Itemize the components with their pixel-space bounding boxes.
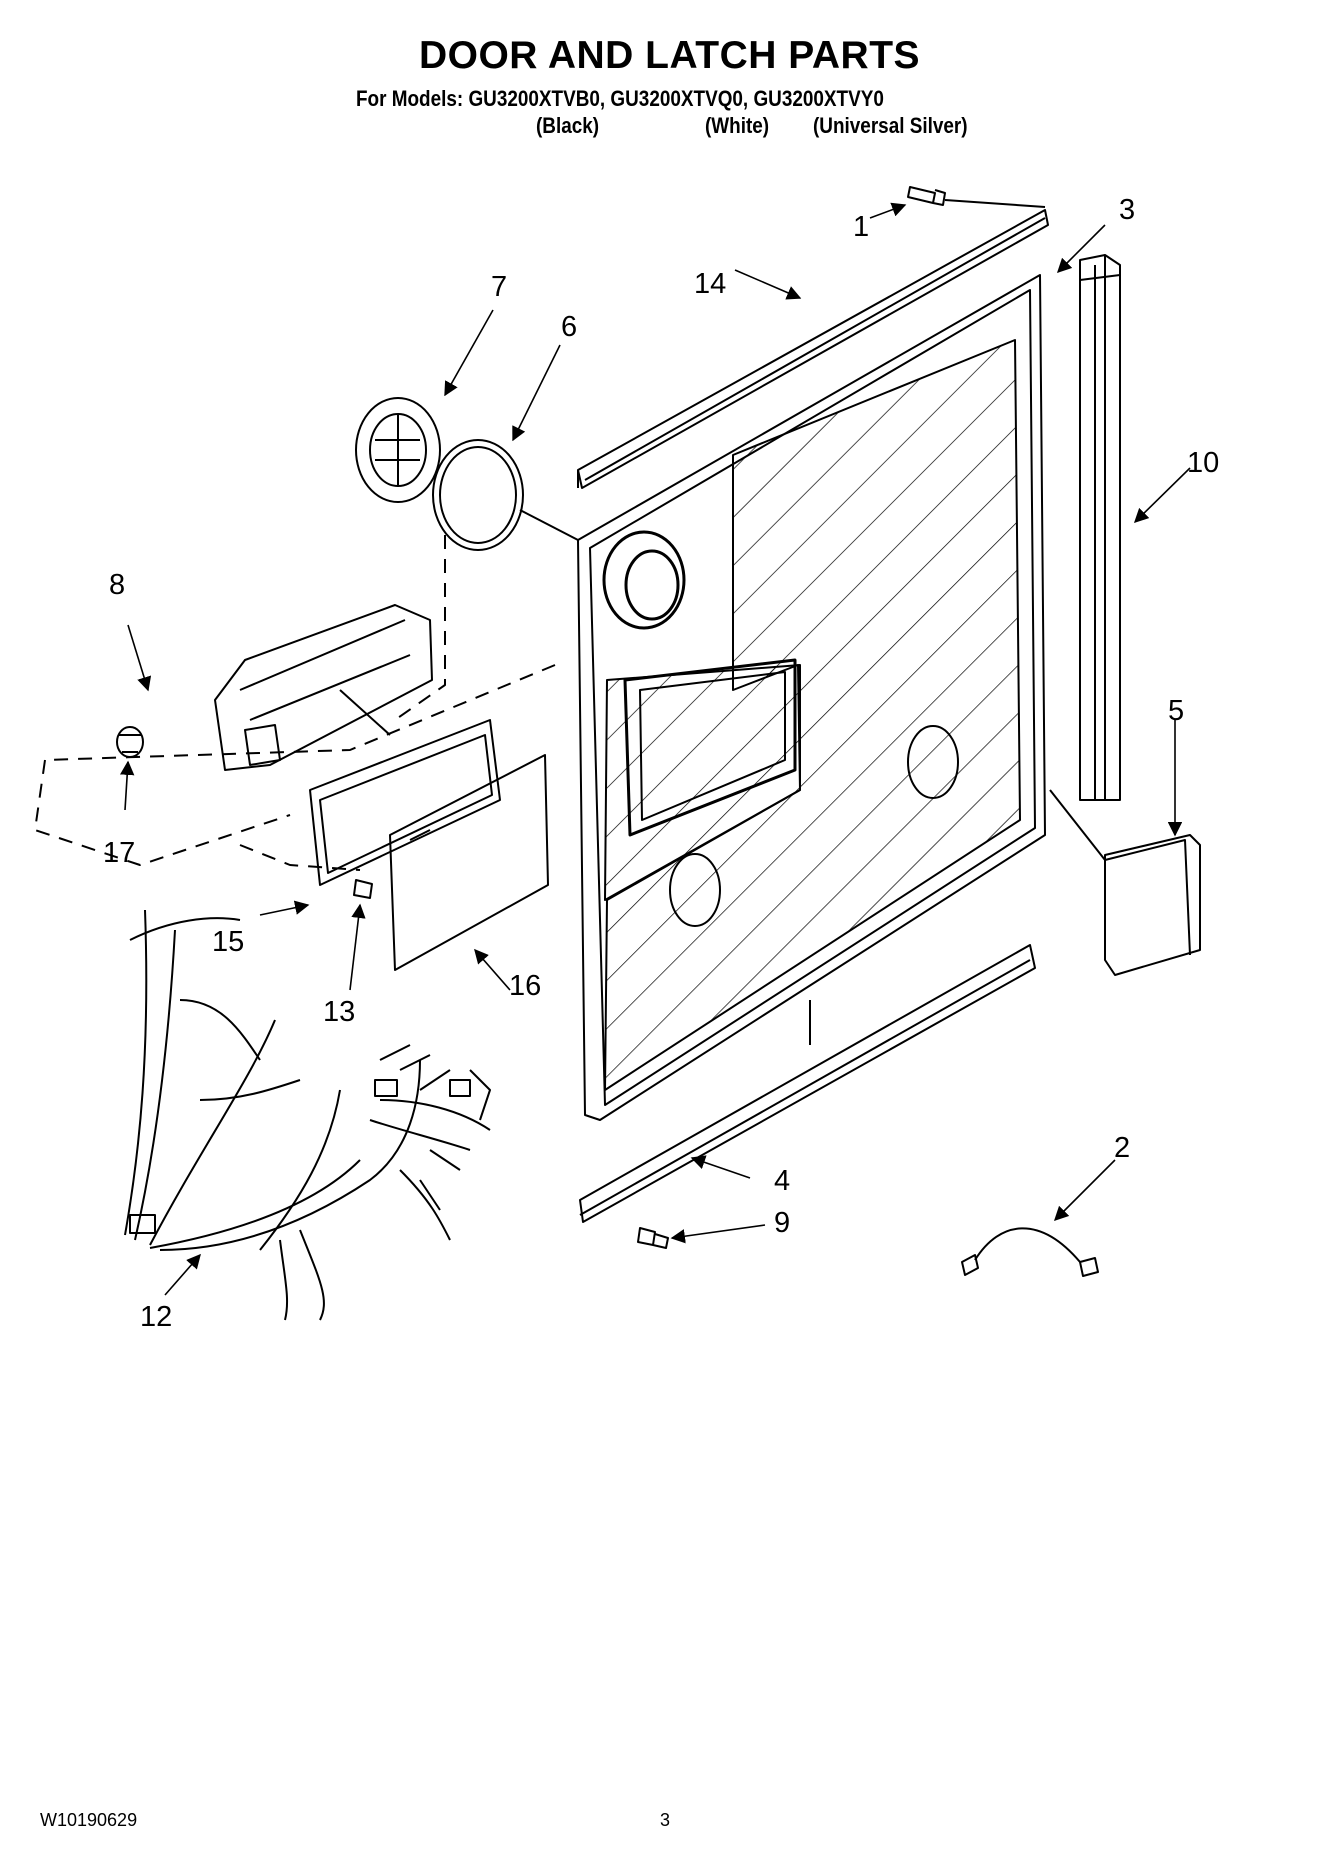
page-number: 3: [660, 1810, 671, 1830]
callout-15: 15: [212, 926, 244, 958]
wire-jumper: [961, 1227, 1099, 1277]
color-black: (Black): [536, 113, 600, 138]
callout-7: 7: [491, 271, 507, 303]
models-line: For Models: GU3200XTVB0, GU3200XTVQ0, GU…: [356, 86, 884, 111]
plate: [389, 754, 549, 971]
knob: [116, 726, 144, 758]
inner-door-panel: [577, 274, 1046, 1121]
callout-2: 2: [1114, 1132, 1130, 1164]
screw-part-9: [637, 1227, 669, 1249]
page-title: DOOR AND LATCH PARTS: [418, 34, 921, 77]
callout-13: 13: [323, 996, 355, 1028]
vent-cover: [355, 397, 441, 503]
color-white: (White): [705, 113, 770, 138]
callout-1: 1: [853, 211, 869, 243]
document-number: W10190629: [40, 1810, 138, 1830]
callout-3: 3: [1119, 194, 1135, 226]
callout-8: 8: [109, 569, 125, 601]
latch-housing: [1049, 789, 1201, 976]
vent-gasket: [432, 439, 579, 551]
top-rail: [577, 209, 1049, 489]
callout-9: 9: [774, 1207, 790, 1239]
callout-5: 5: [1168, 695, 1184, 727]
callout-4: 4: [774, 1165, 790, 1197]
callout-10: 10: [1187, 447, 1219, 479]
callout-12: 12: [140, 1301, 172, 1333]
dispenser: [214, 604, 433, 771]
side-trim: [1079, 254, 1121, 801]
callout-6: 6: [561, 311, 577, 343]
plate-gasket: [309, 719, 501, 886]
screw-part-13: [353, 879, 373, 899]
callout-leaders: [120, 202, 1191, 1296]
color-universal-silver: (Universal Silver): [813, 113, 968, 138]
callout-17: 17: [103, 837, 135, 869]
callout-16: 16: [509, 970, 541, 1002]
callout-14: 14: [694, 268, 726, 300]
bottom-rail: [579, 944, 1036, 1223]
screw-part-1: [907, 186, 1046, 208]
wire-harness: [124, 909, 491, 1321]
